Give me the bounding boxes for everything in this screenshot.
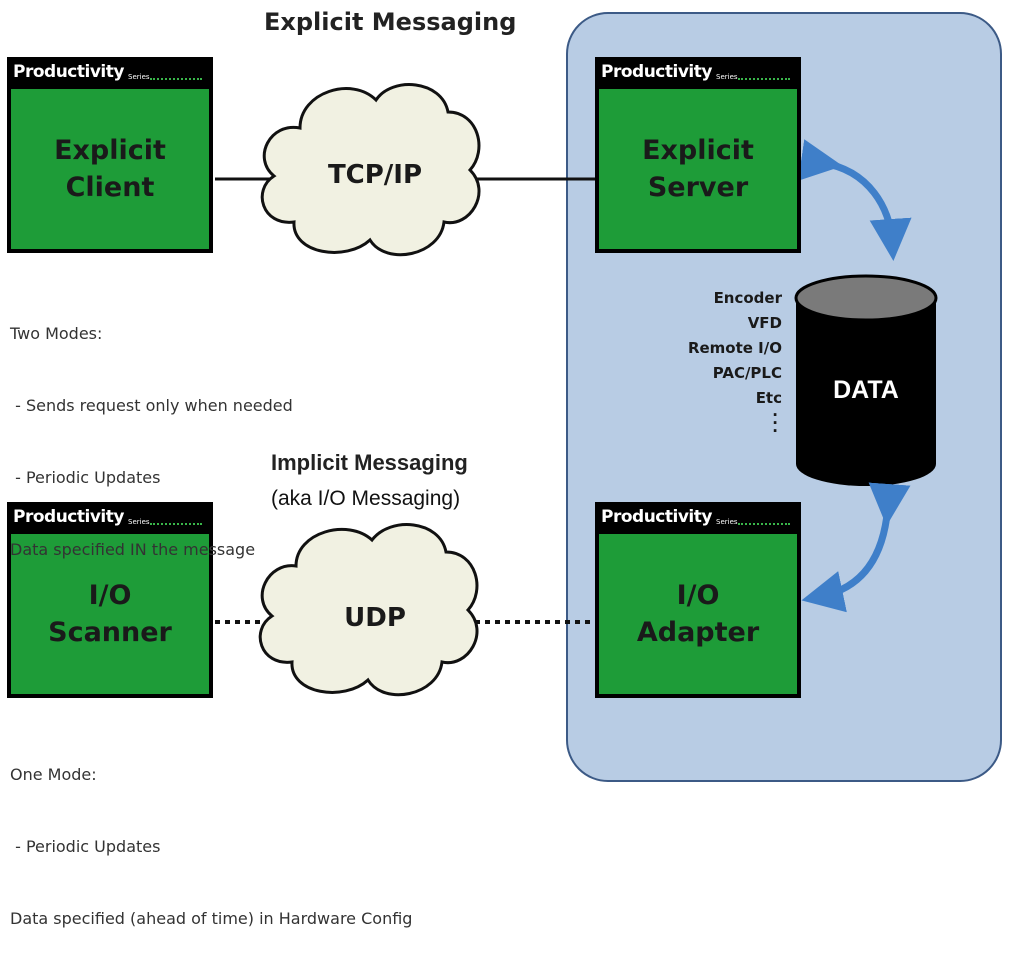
brand-logo: Productivity bbox=[601, 62, 712, 82]
brand-series: Series bbox=[716, 73, 738, 81]
data-source-item: PAC/PLC bbox=[712, 364, 782, 382]
explicit-note-line: Data specified IN the message bbox=[10, 540, 256, 559]
data-source-list: Encoder VFD Remote I/O PAC/PLC Etc ··· bbox=[640, 286, 782, 440]
brand-dots bbox=[738, 523, 790, 525]
brand-logo: Productivity bbox=[601, 507, 712, 527]
explicit-messaging-title: Explicit Messaging bbox=[264, 8, 517, 36]
explicit-server-label: Explicit Server bbox=[642, 135, 754, 203]
brand-logo: Productivity bbox=[13, 62, 124, 82]
device-face: Explicit Server bbox=[599, 89, 797, 249]
brand-series: Series bbox=[716, 518, 738, 526]
explicit-notes: Two Modes: - Sends request only when nee… bbox=[10, 274, 293, 586]
brand-header: Productivity Series bbox=[10, 505, 206, 533]
udp-label: UDP bbox=[344, 603, 406, 633]
brand-logo: Productivity bbox=[13, 507, 124, 527]
io-scanner-device: Productivity Series I/O Scanner bbox=[7, 502, 213, 698]
brand-header: Productivity Series bbox=[10, 60, 206, 88]
explicit-client-label: Explicit Client bbox=[54, 135, 166, 203]
brand-header: Productivity Series bbox=[598, 60, 794, 88]
server-data-arrow bbox=[798, 139, 912, 261]
io-scanner-label: I/O Scanner bbox=[48, 580, 172, 648]
implicit-messaging-subtitle: (aka I/O Messaging) bbox=[271, 487, 461, 510]
explicit-note-line: - Sends request only when needed bbox=[10, 396, 293, 415]
connections-layer bbox=[215, 83, 938, 697]
brand-header: Productivity Series bbox=[598, 505, 794, 533]
data-source-item: Encoder bbox=[713, 289, 782, 307]
explicit-note-line: - Periodic Updates bbox=[10, 468, 161, 487]
ellipsis-dots: ··· bbox=[772, 406, 778, 440]
implicit-messaging-title: Implicit Messaging bbox=[271, 450, 468, 475]
implicit-note-line: Data specified (ahead of time) in Hardwa… bbox=[10, 909, 413, 928]
tcp-ip-label: TCP/IP bbox=[327, 160, 423, 190]
brand-series: Series bbox=[128, 518, 150, 526]
explicit-note-line: Two Modes: bbox=[10, 324, 103, 343]
database-label: DATA bbox=[833, 376, 899, 404]
explicit-client-device: Productivity Series Explicit Client bbox=[7, 57, 213, 253]
io-adapter-label: I/O Adapter bbox=[636, 580, 760, 648]
device-face: I/O Scanner bbox=[11, 534, 209, 694]
explicit-server-device: Productivity Series Explicit Server bbox=[595, 57, 801, 253]
brand-dots bbox=[738, 78, 790, 80]
udp-cloud-shape bbox=[258, 523, 479, 697]
implicit-notes: One Mode: - Periodic Updates Data specif… bbox=[10, 715, 412, 955]
data-source-item: Etc bbox=[755, 389, 782, 407]
brand-dots bbox=[150, 523, 202, 525]
data-source-item: VFD bbox=[747, 314, 782, 332]
io-adapter-device: Productivity Series I/O Adapter bbox=[595, 502, 801, 698]
brand-series: Series bbox=[128, 73, 150, 81]
device-face: Explicit Client bbox=[11, 89, 209, 249]
brand-dots bbox=[150, 78, 202, 80]
device-face: I/O Adapter bbox=[599, 534, 797, 694]
implicit-note-line: One Mode: bbox=[10, 765, 97, 784]
adapter-data-arrow bbox=[801, 482, 911, 613]
tcp-cloud-shape bbox=[260, 83, 481, 257]
data-source-item: Remote I/O bbox=[687, 339, 782, 357]
database-cylinder bbox=[794, 274, 938, 486]
implicit-note-line: - Periodic Updates bbox=[10, 837, 161, 856]
